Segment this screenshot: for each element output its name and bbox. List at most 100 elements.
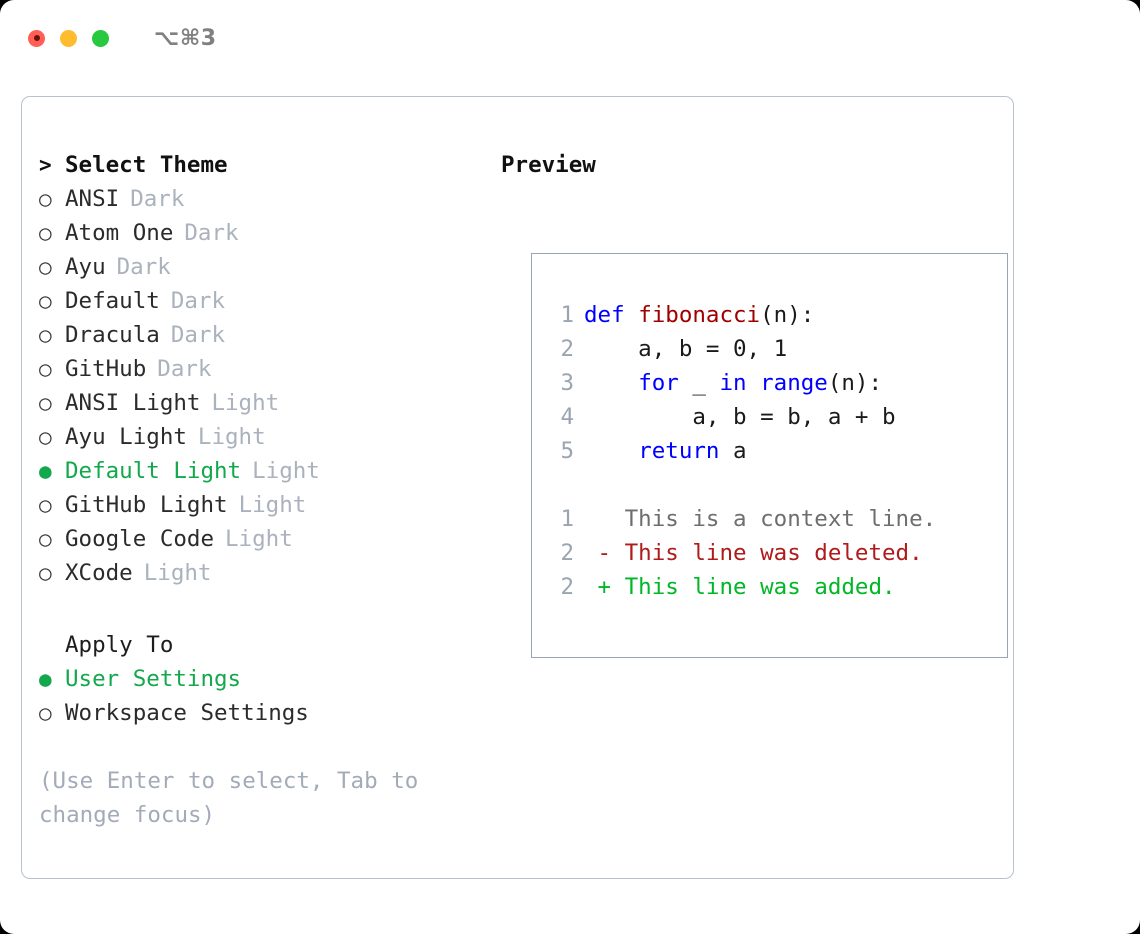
theme-list-item[interactable]: ○ Default Dark [39, 284, 489, 318]
diff-line: 1 This is a context line. [546, 502, 936, 536]
code-token [584, 438, 638, 464]
line-number: 3 [560, 370, 574, 396]
diff-line: 2 - This line was deleted. [546, 536, 936, 570]
line-number: 4 [560, 404, 574, 430]
select-theme-heading: > Select Theme [39, 148, 489, 182]
theme-name-label: ANSI Light [65, 390, 201, 416]
hint-spacer [39, 730, 489, 764]
theme-name-label: Ayu Light [65, 424, 187, 450]
line-number: 1 [560, 302, 574, 328]
theme-mode-badge: Light [225, 526, 293, 552]
theme-list-item[interactable]: ○ Atom One Dark [39, 216, 489, 250]
apply-to-heading-label: Apply To [65, 632, 174, 658]
code-token [584, 370, 638, 396]
apply-to-item[interactable]: ○Workspace Settings [39, 696, 489, 730]
theme-name-label: Atom One [65, 220, 174, 246]
list-spacer [39, 590, 489, 628]
code-token: for [638, 370, 679, 396]
keyboard-shortcut-label: ⌥⌘3 [154, 25, 217, 51]
theme-name-label: Dracula [65, 322, 160, 348]
theme-mode-badge: Dark [170, 322, 226, 348]
code-token: fibonacci [638, 302, 761, 328]
minimize-button[interactable] [60, 29, 77, 47]
apply-to-label: User Settings [65, 666, 242, 692]
theme-name-label: Default Light [65, 458, 242, 484]
theme-mode-badge: Dark [170, 288, 226, 314]
radio-unselected-icon: ○ [39, 526, 52, 551]
maximize-button[interactable] [92, 29, 109, 47]
code-token: _ [678, 370, 720, 396]
code-token [747, 370, 761, 396]
preview-heading: Preview [501, 152, 596, 178]
apply-to-label: Workspace Settings [65, 700, 309, 726]
theme-mode-badge: Light [197, 424, 266, 450]
code-token: range [760, 370, 828, 396]
theme-list-item[interactable]: ○ Google Code Light [39, 522, 489, 556]
apply-to-heading: Apply To [39, 628, 489, 662]
radio-unselected-icon: ○ [39, 220, 52, 245]
line-number: 2 [560, 336, 574, 362]
code-token: in [719, 370, 747, 396]
line-number: 2 [560, 540, 574, 566]
radio-selected-icon: ● [39, 458, 52, 483]
theme-mode-badge: Light [143, 560, 212, 586]
radio-selected-icon: ● [39, 666, 52, 691]
code-line: 3 for _ in range(n): [546, 366, 936, 400]
theme-name-label: Google Code [65, 526, 215, 552]
code-blank-line [546, 468, 936, 502]
close-button[interactable] [28, 29, 45, 47]
theme-name-label: GitHub Light [65, 492, 228, 518]
code-line: 5 return a [546, 434, 936, 468]
code-line: 4 a, b = b, a + b [546, 400, 936, 434]
theme-name-label: GitHub [65, 356, 147, 382]
prompt-caret-icon: > [39, 152, 52, 177]
theme-list-item[interactable]: ○ Ayu Light Light [39, 420, 489, 454]
theme-mode-badge: Dark [184, 220, 239, 246]
apply-to-item[interactable]: ● User Settings [39, 662, 489, 696]
theme-mode-badge: Dark [157, 356, 212, 382]
radio-unselected-icon: ○ [39, 186, 52, 211]
code-token: (n): [827, 370, 883, 396]
theme-mode-badge: Dark [116, 254, 171, 280]
diff-line-text: This is a context line. [584, 506, 937, 532]
radio-unselected-icon: ○ [39, 390, 52, 415]
line-number: 5 [560, 438, 574, 464]
theme-mode-badge: Light [252, 458, 320, 484]
theme-name-label: Default [65, 288, 160, 314]
apply-to-list: ● User Settings ○Workspace Settings [39, 662, 489, 730]
theme-list-item[interactable]: ● Default Light Light [39, 454, 489, 488]
theme-list-item[interactable]: ○ XCode Light [39, 556, 489, 590]
diff-line-text: - This line was deleted. [584, 540, 923, 566]
code-token: a, b = b, a + b [584, 404, 896, 430]
theme-list-item[interactable]: ○ Dracula Dark [39, 318, 489, 352]
theme-name-label: ANSI [65, 186, 120, 212]
line-number: 1 [560, 506, 574, 532]
radio-unselected-icon: ○ [39, 492, 52, 517]
theme-name-label: XCode [65, 560, 133, 586]
code-token: return [638, 438, 720, 464]
radio-unselected-icon: ○ [39, 322, 52, 347]
theme-list-item[interactable]: ○ GitHub Light Light [39, 488, 489, 522]
title-bar: ⌥⌘3 [0, 0, 1140, 76]
radio-unselected-icon: ○ [39, 288, 52, 313]
radio-unselected-icon: ○ [39, 424, 52, 449]
theme-mode-badge: Light [238, 492, 307, 518]
code-token: def [584, 302, 639, 328]
diff-line: 2 + This line was added. [546, 570, 936, 604]
radio-unselected-icon: ○ [39, 560, 52, 585]
keyboard-hint-text: (Use Enter to select, Tab to change focu… [39, 768, 419, 828]
line-number: 2 [560, 574, 574, 600]
radio-unselected-icon: ○ [39, 254, 52, 279]
